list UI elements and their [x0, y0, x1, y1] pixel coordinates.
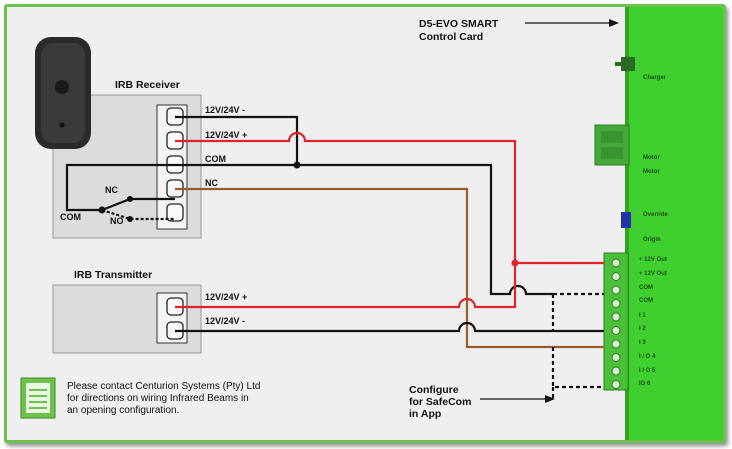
- board-label: I / O 4: [639, 354, 656, 360]
- wires: [65, 115, 604, 399]
- io-screw: [611, 366, 621, 376]
- diagram-frame: Charger Motor Motor Override Origin + 12…: [4, 4, 726, 443]
- configure-label: in App: [409, 408, 441, 420]
- io-screw: [611, 326, 621, 335]
- io-screw: [611, 272, 621, 281]
- rx-terminal-label: COM: [205, 154, 226, 164]
- note-text: Please contact Centurion Systems (Pty) L…: [67, 381, 260, 392]
- tx-terminal-label: 12V/24V -: [205, 316, 245, 326]
- configure-label: Configure: [409, 384, 459, 396]
- rx-terminal-label: NC: [205, 178, 218, 188]
- rx-negative-wire: [175, 115, 299, 165]
- junction-dot: [511, 259, 519, 267]
- wiring-diagram: Charger Motor Motor Override Origin + 12…: [20, 7, 723, 440]
- receiver-title: IRB Receiver: [115, 79, 180, 91]
- io-screw: [611, 299, 621, 308]
- board-label: Motor: [643, 155, 660, 161]
- arrow-icon: [545, 395, 555, 403]
- rx-com-wire: [175, 163, 553, 296]
- board-label: + 12V Out: [639, 257, 667, 263]
- rx-terminal-label: 12V/24V -: [205, 105, 245, 115]
- relay-com-label: COM: [60, 212, 81, 222]
- board-label: Charger: [643, 75, 667, 81]
- irb-receiver: IRB Receiver NC COM NO: [35, 37, 202, 239]
- io-screw: [611, 380, 621, 389]
- board-label: IO 6: [639, 381, 651, 387]
- board-label: COM: [639, 298, 653, 304]
- note: Please contact Centurion Systems (Pty) L…: [20, 377, 260, 419]
- board-label: Motor: [643, 169, 660, 175]
- transmitter-title: IRB Transmitter: [74, 269, 152, 281]
- junction-dot: [293, 161, 301, 169]
- relay-wire: [65, 163, 175, 212]
- io-screw: [611, 353, 621, 362]
- io-screw: [611, 339, 621, 349]
- override-switch: [621, 212, 631, 228]
- control-card-subtitle: Control Card: [419, 31, 483, 43]
- control-card-title: D5-EVO SMART: [419, 18, 499, 30]
- io-screw: [611, 312, 621, 322]
- board-label: Origin: [643, 237, 661, 243]
- io-screw: [611, 258, 621, 268]
- board-label: COM: [639, 285, 653, 291]
- board-label: I 3: [639, 340, 646, 346]
- tx-positive-wire: [175, 263, 517, 309]
- note-text: for directions on wiring Infrared Beams …: [67, 393, 249, 404]
- board-label: I 1: [639, 313, 646, 319]
- junction-dot: [127, 216, 133, 222]
- board-label: I 2: [639, 326, 646, 332]
- note-text: an opening configuration.: [67, 405, 179, 416]
- control-card: Charger Motor Motor Override Origin + 12…: [594, 7, 723, 440]
- control-card-board: [625, 7, 723, 440]
- arrow-icon: [609, 19, 619, 27]
- tx-negative-wire: [175, 321, 553, 333]
- rx-positive-wire: [175, 131, 604, 265]
- rx-nc-wire: [175, 187, 604, 349]
- rx-terminal-label: 12V/24V +: [205, 130, 247, 140]
- junction-dot: [98, 206, 106, 214]
- terminal-screw: [166, 203, 184, 222]
- receiver-device-image: [35, 37, 91, 149]
- io-screw: [611, 285, 621, 295]
- board-label: + 12V Out: [639, 271, 667, 277]
- relay-no-label: NO: [110, 216, 124, 226]
- board-label: I / O 5: [639, 368, 656, 374]
- irb-transmitter: IRB Transmitter: [52, 269, 202, 354]
- junction-dot: [127, 196, 133, 202]
- relay-nc-label: NC: [105, 185, 118, 195]
- configure-label: for SafeCom: [409, 396, 471, 408]
- board-label: Override: [643, 212, 668, 218]
- tx-terminal-label: 12V/24V +: [205, 292, 247, 302]
- charger-connector: [621, 57, 635, 71]
